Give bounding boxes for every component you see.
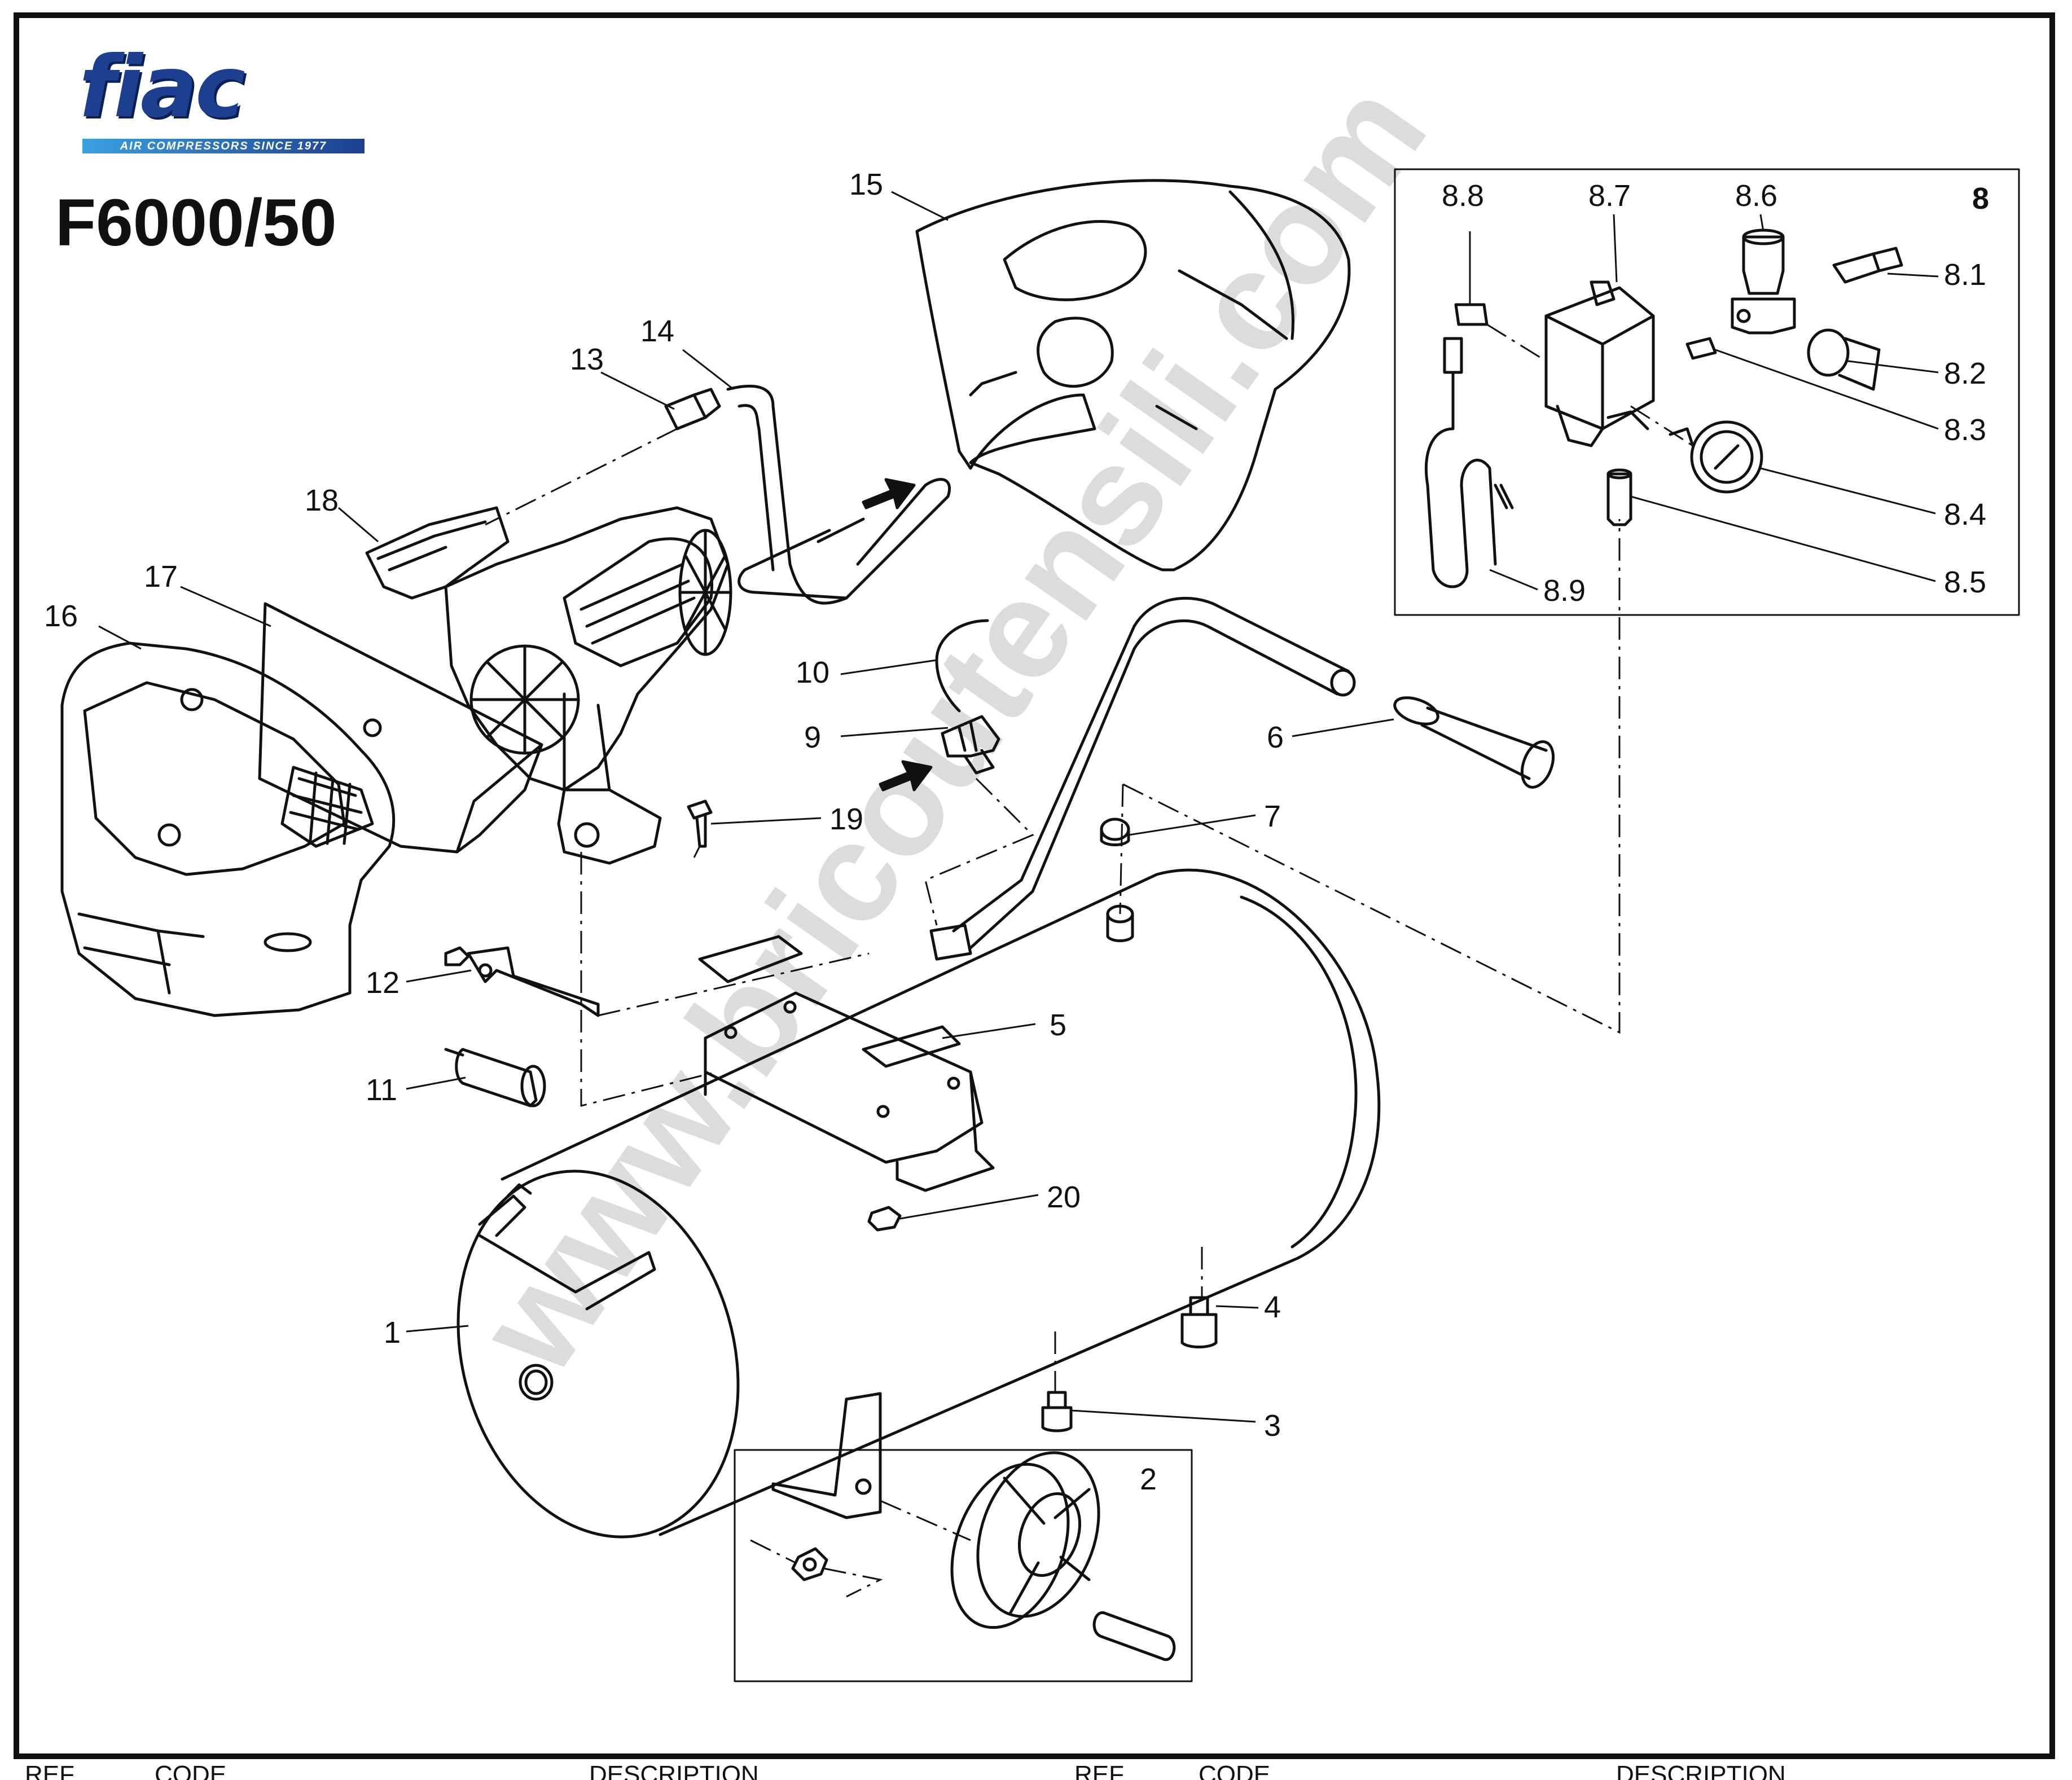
callout-6: 6 <box>1267 720 1284 754</box>
kit-8-box <box>1394 168 2020 616</box>
callout-9: 9 <box>804 720 821 754</box>
callout-17: 17 <box>144 560 178 594</box>
callout-3: 3 <box>1264 1409 1281 1443</box>
part-17-guard-plate <box>258 602 543 854</box>
callout-8-5: 8.5 <box>1944 565 1986 599</box>
part-6-handle-grip <box>1393 696 1555 789</box>
callout-8-8: 8.8 <box>1442 179 1484 213</box>
page-border <box>14 12 2055 1759</box>
watermark: www.bricoutensili.com <box>448 55 1455 1400</box>
kit-2-box <box>734 1449 1193 1682</box>
parts-table-header: REF CODE DESCRIPTION REF CODE DESCRIPTIO… <box>14 1759 2055 1780</box>
tank-handle-frame <box>929 596 1356 961</box>
callout-8: 8 <box>1972 182 1989 216</box>
header-code-left: CODE <box>155 1761 227 1780</box>
callout-12: 12 <box>366 966 400 1000</box>
callout-16: 16 <box>44 599 78 633</box>
part-16-front-shroud <box>60 641 396 1017</box>
part-11-capacitor <box>444 1048 546 1107</box>
part-1-air-tank <box>456 868 1381 1539</box>
callout-18: 18 <box>305 484 339 517</box>
callout-2: 2 <box>1140 1462 1157 1496</box>
part-14-delivery-pipe <box>726 384 951 605</box>
part-20-nut <box>867 1206 902 1232</box>
callout-1: 1 <box>384 1316 401 1350</box>
part-7-nut <box>1100 818 1134 942</box>
part-12-bracket <box>444 946 600 1017</box>
callout-20: 20 <box>1047 1180 1081 1214</box>
part-9-valve <box>941 715 1000 775</box>
assembly-arrow-icon <box>862 478 916 509</box>
callout-8-3: 8.3 <box>1944 413 1986 447</box>
callout-4: 4 <box>1264 1290 1281 1324</box>
callout-5: 5 <box>1050 1008 1066 1042</box>
callout-13: 13 <box>570 342 604 376</box>
assembly-arrow-icon <box>879 760 933 792</box>
callout-7: 7 <box>1264 799 1281 833</box>
part-3-fitting <box>1041 1391 1073 1432</box>
callout-8-7: 8.7 <box>1588 179 1631 213</box>
header-description-left: DESCRIPTION <box>589 1761 759 1780</box>
callout-15: 15 <box>849 168 883 201</box>
leader-lines <box>98 191 1939 1423</box>
callout-8-4: 8.4 <box>1944 498 1986 531</box>
header-ref-left: REF <box>25 1761 74 1780</box>
callout-19: 19 <box>829 802 863 836</box>
callout-8-6: 8.6 <box>1735 179 1777 213</box>
header-ref-right: REF <box>1074 1761 1124 1780</box>
part-8-pressure-switch-kit <box>1424 228 1903 588</box>
part-2-wheel-kit <box>771 1392 1176 1662</box>
model-title: F6000/50 <box>55 186 337 260</box>
assembly-lines <box>485 323 1693 1598</box>
callout-8-1: 8.1 <box>1944 258 1986 292</box>
part-18-compressor-pump <box>365 506 732 865</box>
fiac-logo: fiac AIR COMPRESSORS SINCE 1977 <box>79 45 372 158</box>
part-13-fitting <box>664 388 721 430</box>
logo-tagline: AIR COMPRESSORS SINCE 1977 <box>82 139 365 153</box>
callout-8-9: 8.9 <box>1543 574 1586 608</box>
callout-8-2: 8.2 <box>1944 357 1986 390</box>
part-10-tube <box>935 619 989 713</box>
callout-10: 10 <box>796 656 829 689</box>
callout-14: 14 <box>640 314 674 348</box>
part-15-belt-guard-shroud <box>915 179 1351 572</box>
logo-wordmark: fiac <box>79 38 245 137</box>
header-description-right: DESCRIPTION <box>1616 1761 1786 1780</box>
header-code-right: CODE <box>1199 1761 1271 1780</box>
part-5-cradle-bracket <box>698 935 995 1192</box>
part-19-screw <box>687 799 713 848</box>
callout-11: 11 <box>366 1073 397 1107</box>
